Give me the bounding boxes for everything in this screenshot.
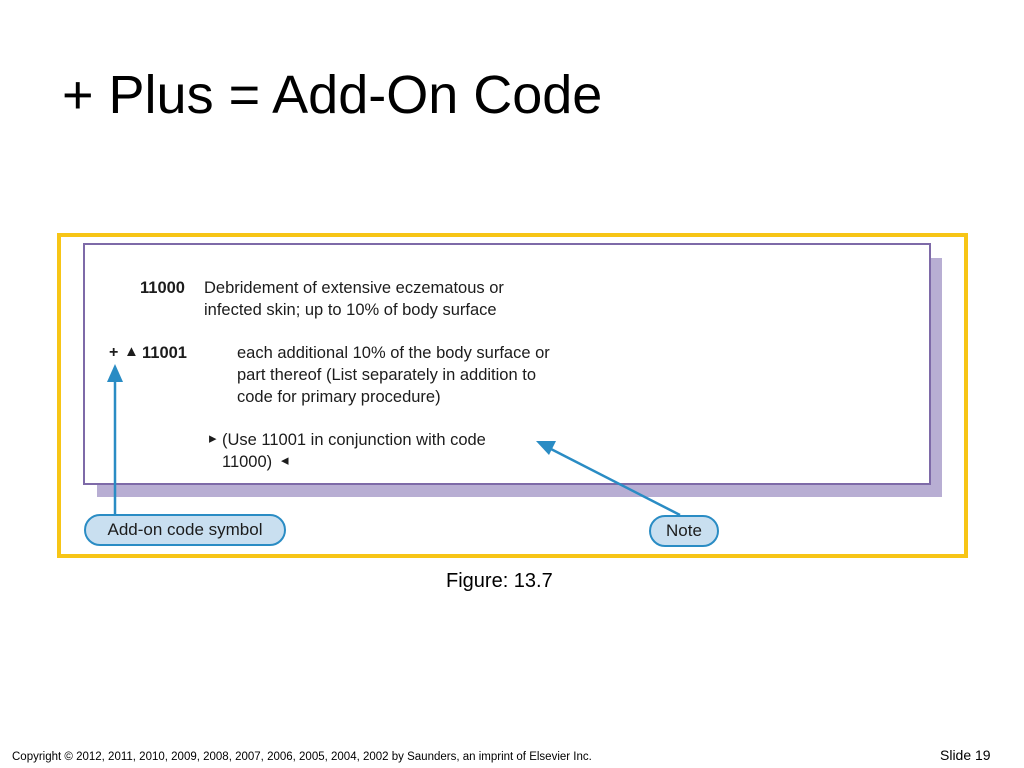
code-11001: 11001 bbox=[142, 344, 187, 362]
entry-11000-line-1: Debridement of extensive eczematous or bbox=[204, 279, 504, 297]
code-11000: 11000 bbox=[140, 279, 185, 297]
figure-caption: Figure: 13.7 bbox=[446, 570, 553, 592]
code-box bbox=[83, 243, 931, 485]
entry-11000-line-2: infected skin; up to 10% of body surface bbox=[204, 301, 497, 319]
copyright-footer: Copyright © 2012, 2011, 2010, 2009, 2008… bbox=[12, 751, 592, 763]
revised-triangle-icon: ▲ bbox=[124, 343, 139, 360]
add-on-code-symbol-callout: Add-on code symbol bbox=[84, 514, 286, 546]
note-line-1: (Use 11001 in conjunction with code bbox=[222, 431, 486, 449]
entry-11001-line-3: code for primary procedure) bbox=[237, 388, 441, 406]
add-on-plus-icon: + bbox=[109, 344, 119, 361]
note-close-marker-icon: ◂ bbox=[281, 452, 289, 469]
note-open-marker-icon: ▸ bbox=[209, 430, 217, 447]
slide-title: + Plus = Add-On Code bbox=[62, 65, 603, 125]
note-callout: Note bbox=[649, 515, 719, 547]
note-line-2: 11000) bbox=[222, 453, 273, 471]
entry-11001-line-2: part thereof (List separately in additio… bbox=[237, 366, 537, 384]
slide-number: Slide 19 bbox=[940, 747, 991, 763]
entry-11001-line-1: each additional 10% of the body surface … bbox=[237, 344, 550, 362]
